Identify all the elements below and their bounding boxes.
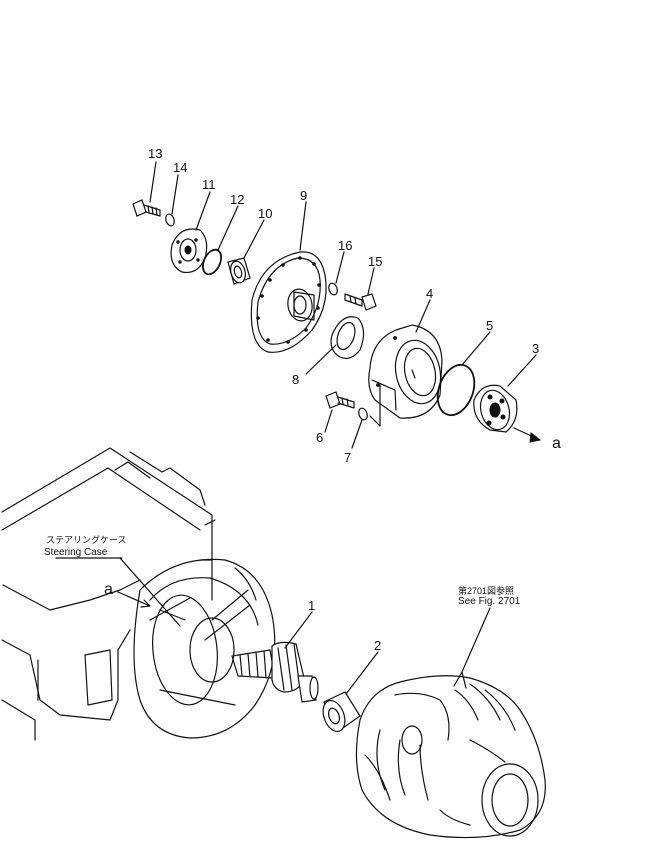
callout-12: 12 <box>230 192 244 207</box>
see-fig-label-jp: 第2701図参照 <box>458 585 514 596</box>
see-fig-label-en: See Fig. 2701 <box>458 596 521 607</box>
callout-13: 13 <box>148 146 162 161</box>
part-11-cover <box>170 228 208 274</box>
part-6-bolt <box>325 391 355 409</box>
part-9-flange-plate <box>250 251 327 353</box>
drive-housing <box>355 675 546 839</box>
callout-8: 8 <box>292 372 299 387</box>
part-8-seal <box>330 316 365 360</box>
callout-3: 3 <box>532 341 539 356</box>
callout-4: 4 <box>426 286 433 301</box>
part-16-washer <box>328 282 338 296</box>
part-3-bearing <box>473 384 518 433</box>
part-4-cage <box>368 324 443 419</box>
callout-11: 11 <box>202 177 216 192</box>
part-10-bearing <box>227 257 251 285</box>
callout-10: 10 <box>258 206 272 221</box>
part-1-pinion-shaft <box>231 641 319 703</box>
part-14-washer <box>165 213 175 227</box>
callout-14: 14 <box>173 160 187 175</box>
callout-16: 16 <box>338 238 352 253</box>
callout-2: 2 <box>374 638 381 653</box>
steering-case-label-en: Steering Case <box>44 547 108 558</box>
part-15-bolt <box>344 293 377 311</box>
part-13-bolt <box>132 199 161 217</box>
ref-a-left: a <box>104 581 113 598</box>
callout-5: 5 <box>486 318 493 333</box>
callout-9: 9 <box>300 188 307 203</box>
callout-labels: 13 14 11 12 10 9 16 15 4 5 3 8 6 7 1 2 a… <box>44 146 561 653</box>
part-2-bearing <box>322 691 361 733</box>
callout-6: 6 <box>316 430 323 445</box>
case-flange <box>133 558 276 739</box>
steering-case-label-jp: ステアリングケース <box>46 534 127 545</box>
leader-lines <box>55 161 542 695</box>
ref-a-right: a <box>552 435 561 452</box>
callout-1: 1 <box>308 598 315 613</box>
callout-15: 15 <box>368 254 382 269</box>
part-7-washer <box>358 407 368 421</box>
callout-7: 7 <box>344 450 351 465</box>
part-5-o-ring <box>436 363 476 417</box>
